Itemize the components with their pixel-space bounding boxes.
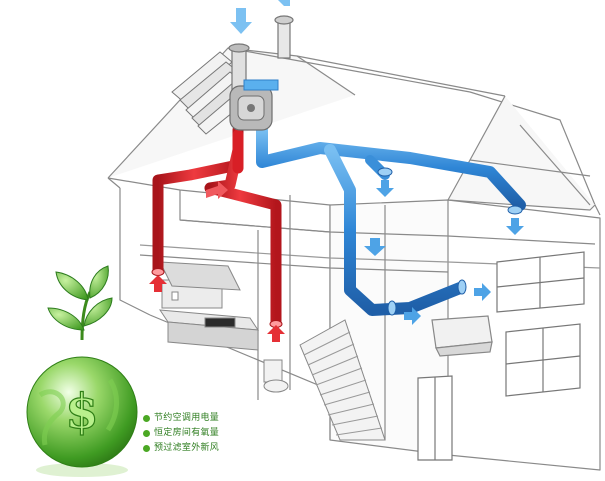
- sprout-icon: [47, 265, 113, 341]
- bullet-dot-icon: [143, 444, 150, 452]
- wall-socket: [171, 291, 179, 301]
- svg-text:$: $: [65, 384, 98, 440]
- windows: [417, 251, 585, 461]
- bullet-dot-icon: [143, 429, 150, 437]
- airflow-arrows: [230, 0, 524, 325]
- air-conditioner: [431, 315, 493, 357]
- caption-text: 预过滤室外新风: [154, 443, 220, 453]
- benefit-captions: 节约空调用电量 恒定房间有氧量 预过滤室外新风: [143, 411, 263, 456]
- caption-item: 恒定房间有氧量: [143, 426, 263, 440]
- ventilation-unit-icon: [229, 79, 279, 131]
- toilet: [263, 359, 289, 393]
- caption-text: 恒定房间有氧量: [154, 428, 220, 438]
- staircase: [299, 319, 386, 441]
- supply-arrows: [149, 181, 285, 342]
- kitchen-counter: [159, 261, 259, 351]
- caption-text: 节约空调用电量: [154, 413, 220, 423]
- supply-air-duct: [152, 124, 282, 328]
- caption-item: 预过滤室外新风: [143, 441, 263, 455]
- dollar-globe-icon: $: [26, 356, 138, 477]
- caption-item: 节约空调用电量: [143, 411, 263, 425]
- bullet-dot-icon: [143, 414, 150, 422]
- roof-vent-pipe: [228, 15, 294, 97]
